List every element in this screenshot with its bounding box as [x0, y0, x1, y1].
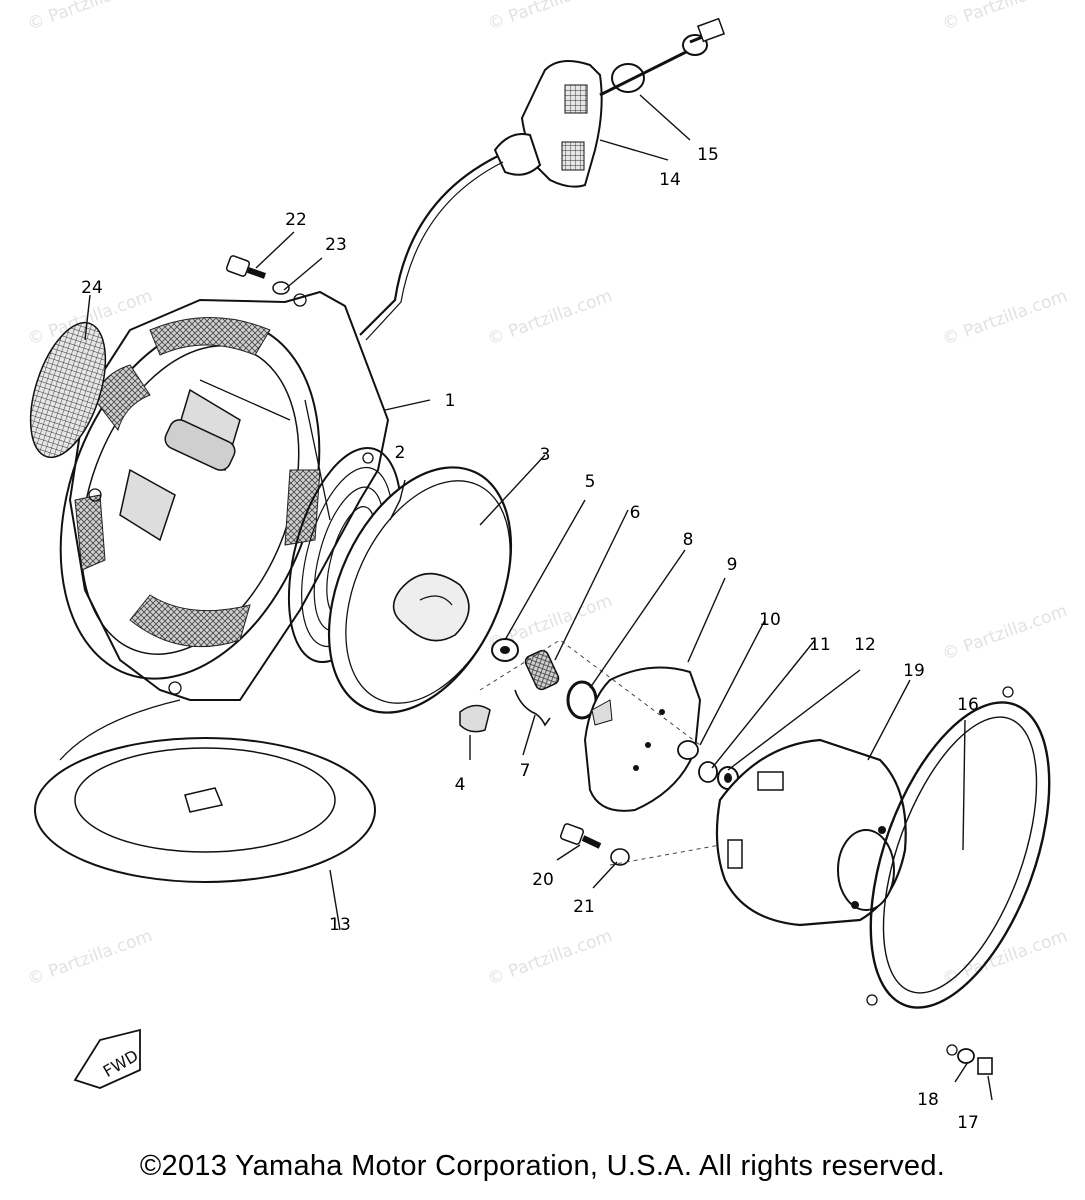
- coil-spring-part-6: [524, 649, 560, 691]
- part-label-19: 19: [903, 661, 925, 681]
- exploded-view-diagram: © Partzilla.com © Partzilla.com © Partzill…: [25, 0, 1070, 1133]
- part-label-8: 8: [683, 530, 694, 550]
- leader-lines: [84, 94, 993, 1101]
- recoil-housing-part-1: [59, 290, 390, 701]
- part-label-3: 3: [540, 445, 551, 465]
- part-label-17: 17: [957, 1113, 979, 1133]
- watermark-text: © Partzilla.com: [940, 0, 1070, 35]
- emblem-part-24: [29, 321, 107, 459]
- part-label-23: 23: [325, 235, 347, 255]
- watermark-text: © Partzilla.com: [25, 0, 155, 35]
- part-label-14: 14: [659, 170, 681, 190]
- bolt-part-20: [559, 823, 602, 849]
- part-label-5: 5: [585, 472, 596, 492]
- part-label-4: 4: [455, 775, 466, 795]
- bolt-part-22: [225, 255, 266, 279]
- drive-plate-part-9: [583, 666, 702, 812]
- washer-part-10: [677, 740, 699, 760]
- part-label-6: 6: [630, 503, 641, 523]
- watermark-text: © Partzilla.com: [485, 926, 615, 990]
- part-label-10: 10: [759, 610, 781, 630]
- part-label-1: 1: [445, 391, 456, 411]
- watermark-text: © Partzilla.com: [940, 601, 1070, 665]
- part-label-22: 22: [285, 210, 307, 230]
- part-label-18: 18: [917, 1090, 939, 1110]
- part-label-2: 2: [395, 443, 406, 463]
- starter-handle-part-14: [493, 60, 603, 188]
- screw-part-17: [977, 1057, 993, 1075]
- watermark-text: © Partzilla.com: [485, 0, 615, 35]
- part-label-16: 16: [957, 695, 979, 715]
- part-label-15: 15: [697, 145, 719, 165]
- part-label-20: 20: [532, 870, 554, 890]
- part-label-11: 11: [809, 635, 831, 655]
- watermark-text: © Partzilla.com: [940, 286, 1070, 350]
- part-label-13: 13: [329, 915, 351, 935]
- watermark-text: © Partzilla.com: [25, 926, 155, 990]
- copyright-notice: ©2013 Yamaha Motor Corporation, U.S.A. A…: [139, 1150, 946, 1182]
- part-label-21: 21: [573, 897, 595, 917]
- watermark-text: © Partzilla.com: [485, 286, 615, 350]
- washer-part-21: [610, 848, 630, 866]
- pawl-spring-part-7: [514, 689, 551, 727]
- part-label-7: 7: [520, 761, 531, 781]
- rope-stopper-part-15: [599, 17, 726, 97]
- part-label-9: 9: [727, 555, 738, 575]
- cover-part-19: [715, 738, 907, 927]
- part-label-24: 24: [81, 278, 103, 298]
- pawl-part-4: [459, 704, 491, 733]
- fwd-direction-arrow: FWD: [73, 1028, 142, 1089]
- washer-part-23: [272, 281, 290, 295]
- gasket-part-16: [866, 686, 1051, 1056]
- washer-part-18: [957, 1048, 975, 1064]
- rope-pulley-part-2: [327, 466, 513, 714]
- washer-part-5: [491, 638, 519, 662]
- part-label-12: 12: [854, 635, 876, 655]
- starter-rope-part-13: [34, 699, 376, 883]
